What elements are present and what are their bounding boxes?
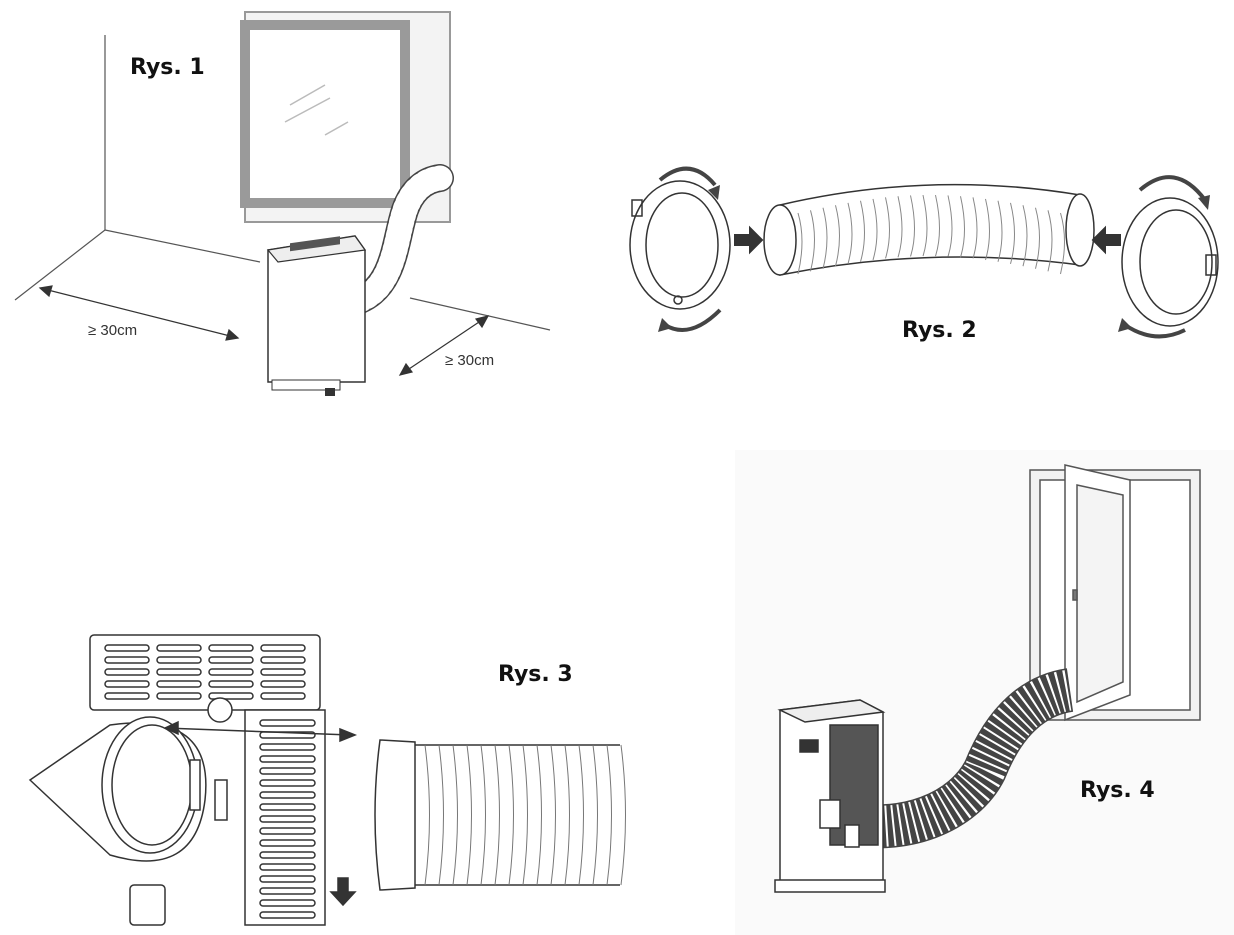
unit-grille-side: [245, 710, 325, 925]
unit-adapter-ring: [1122, 198, 1218, 326]
figure-4-drawing: [735, 450, 1234, 935]
figure-1-label: Rys. 1: [130, 55, 205, 80]
hose-connector: [30, 717, 206, 861]
figure-3-hose-attach: Rys. 3: [20, 630, 640, 930]
floor-left-line: [15, 230, 105, 300]
down-arrow: [331, 878, 355, 905]
clearance-left-label: ≥ 30cm: [88, 322, 137, 339]
figure-2-hose-assembly: Rys. 2: [610, 150, 1234, 360]
dimension-arrow-left: [40, 288, 238, 338]
figure-1-clearance: Rys. 1 ≥ 30cm ≥ 30cm: [0, 0, 560, 410]
figure-3-label: Rys. 3: [498, 662, 573, 687]
hose-with-adapter: [375, 740, 626, 890]
clearance-right-label: ≥ 30cm: [445, 352, 494, 369]
figure-2-label: Rys. 2: [902, 318, 977, 343]
push-arrow-right: [1093, 228, 1120, 252]
unit-grille-top: [90, 635, 320, 710]
flexible-hose: [764, 185, 1094, 275]
floor-back-line: [105, 230, 260, 262]
window-adapter-ring: [630, 181, 730, 309]
figure-1-drawing: [0, 0, 560, 410]
figure-4-window-install: Rys. 4: [735, 450, 1234, 935]
air-conditioner-unit: [268, 236, 365, 396]
figure-4-label: Rys. 4: [1080, 778, 1155, 803]
push-arrow-left: [735, 228, 762, 252]
air-conditioner-unit: [775, 700, 885, 892]
